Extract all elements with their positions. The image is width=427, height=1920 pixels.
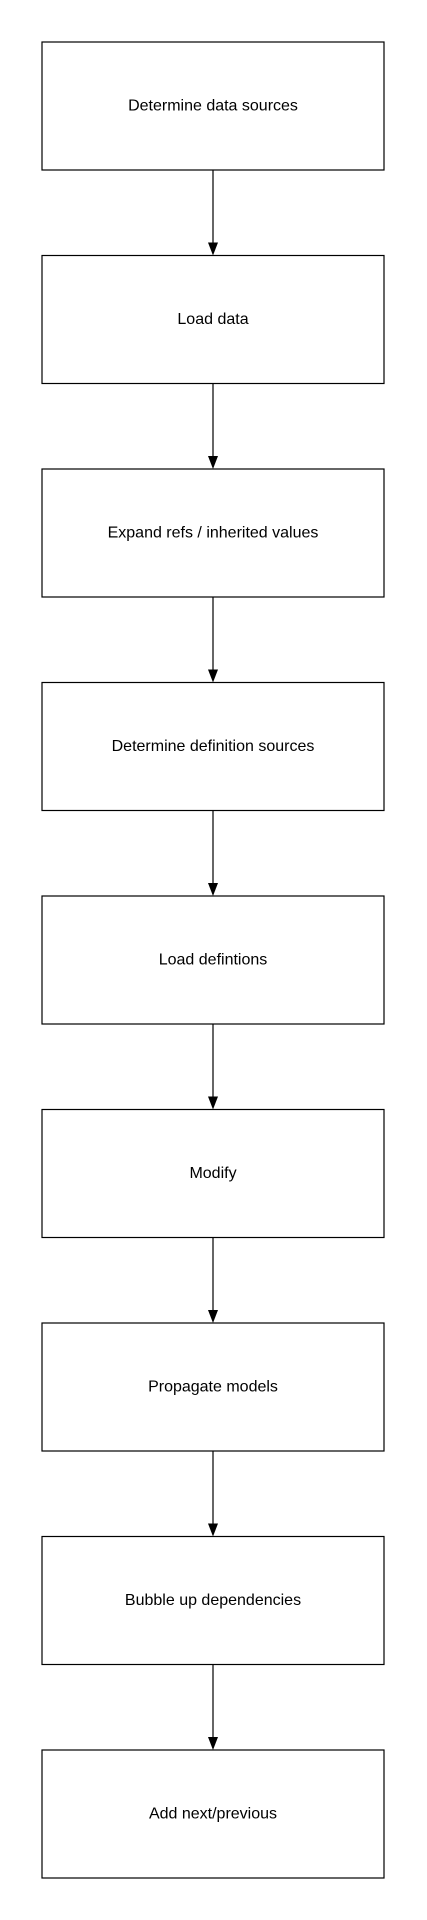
arrowhead-icon (208, 883, 218, 896)
flow-step: Propagate models (41, 1322, 385, 1452)
flow-step: Bubble up dependencies (41, 1535, 385, 1666)
arrowhead-icon (208, 1310, 218, 1323)
flow-connectors (208, 170, 218, 1750)
flow-arrow (208, 383, 218, 469)
step-label: Propagate models (148, 1379, 278, 1396)
step-box (41, 1322, 385, 1452)
step-label: Determine data sources (128, 98, 298, 115)
flow-arrow (208, 1024, 218, 1110)
flow-step: Modify (41, 1108, 385, 1239)
flow-step: Add next/previous (41, 1749, 385, 1879)
flow-arrow (208, 1664, 218, 1750)
arrowhead-icon (208, 1737, 218, 1750)
step-box (41, 41, 385, 171)
step-label: Modify (189, 1165, 236, 1182)
flow-step: Determine definition sources (41, 681, 385, 812)
step-label: Load defintions (159, 952, 268, 969)
step-box (41, 1749, 385, 1879)
step-box (41, 895, 385, 1025)
flow-arrow (208, 1451, 218, 1537)
flow-arrow (208, 810, 218, 896)
step-box (41, 1535, 385, 1666)
flow-step: Expand refs / inherited values (41, 468, 385, 598)
flow-arrow (208, 170, 218, 256)
arrowhead-icon (208, 242, 218, 256)
step-label: Expand refs / inherited values (108, 525, 319, 542)
arrowhead-icon (208, 456, 218, 469)
flow-step: Determine data sources (41, 41, 385, 171)
flow-arrow (208, 597, 218, 683)
step-label: Add next/previous (149, 1806, 277, 1823)
step-label: Determine definition sources (112, 738, 315, 755)
step-box (41, 254, 385, 385)
arrowhead-icon (208, 1096, 218, 1110)
flow-step: Load data (41, 254, 385, 385)
step-label: Bubble up dependencies (125, 1592, 301, 1609)
arrowhead-icon (208, 1523, 218, 1537)
step-box (41, 681, 385, 812)
arrowhead-icon (208, 669, 218, 683)
flow-arrow (208, 1237, 218, 1323)
step-label: Load data (177, 311, 248, 328)
flow-step: Load defintions (41, 895, 385, 1025)
step-box (41, 1108, 385, 1239)
